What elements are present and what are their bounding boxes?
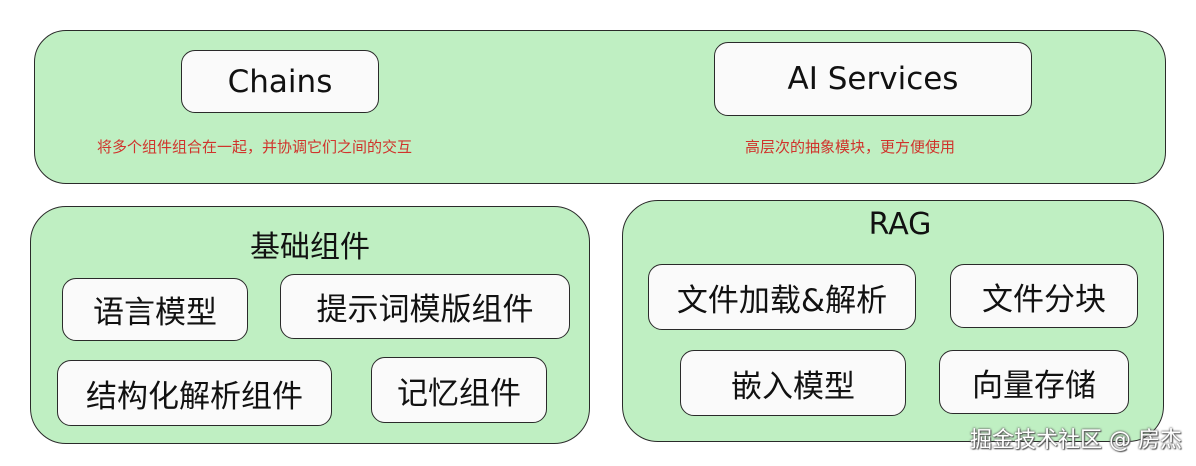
watermark: 掘金技术社区 @ 房杰 — [970, 428, 1182, 453]
file-loading-label: 文件加载&解析 — [676, 282, 888, 319]
vector-store-box: 向量存储 — [939, 350, 1129, 414]
rag-title: RAG — [868, 207, 932, 242]
file-chunking-label: 文件分块 — [982, 281, 1106, 318]
file-chunking-box: 文件分块 — [950, 264, 1138, 328]
prompt-template-box: 提示词模版组件 — [280, 274, 570, 339]
structured-parser-label: 结构化解析组件 — [86, 378, 303, 415]
vector-store-label: 向量存储 — [972, 367, 1096, 404]
ai-services-description: 高层次的抽象模块，更方便使用 — [745, 138, 956, 156]
ai-services-label: AI Services — [787, 61, 959, 97]
ai-services-box: AI Services — [714, 42, 1032, 116]
chains-box: Chains — [181, 50, 379, 113]
basic-components-title: 基础组件 — [250, 230, 370, 265]
language-model-box: 语言模型 — [62, 278, 248, 341]
memory-label: 记忆组件 — [397, 375, 521, 412]
embedding-model-box: 嵌入模型 — [680, 350, 906, 416]
embedding-model-label: 嵌入模型 — [731, 368, 855, 405]
memory-box: 记忆组件 — [371, 357, 547, 423]
chains-description: 将多个组件组合在一起，并协调它们之间的交互 — [97, 138, 413, 156]
chains-label: Chains — [227, 63, 333, 100]
structured-parser-box: 结构化解析组件 — [57, 360, 332, 426]
prompt-template-label: 提示词模版组件 — [316, 292, 534, 328]
file-loading-box: 文件加载&解析 — [648, 264, 916, 330]
language-model-label: 语言模型 — [93, 295, 217, 331]
